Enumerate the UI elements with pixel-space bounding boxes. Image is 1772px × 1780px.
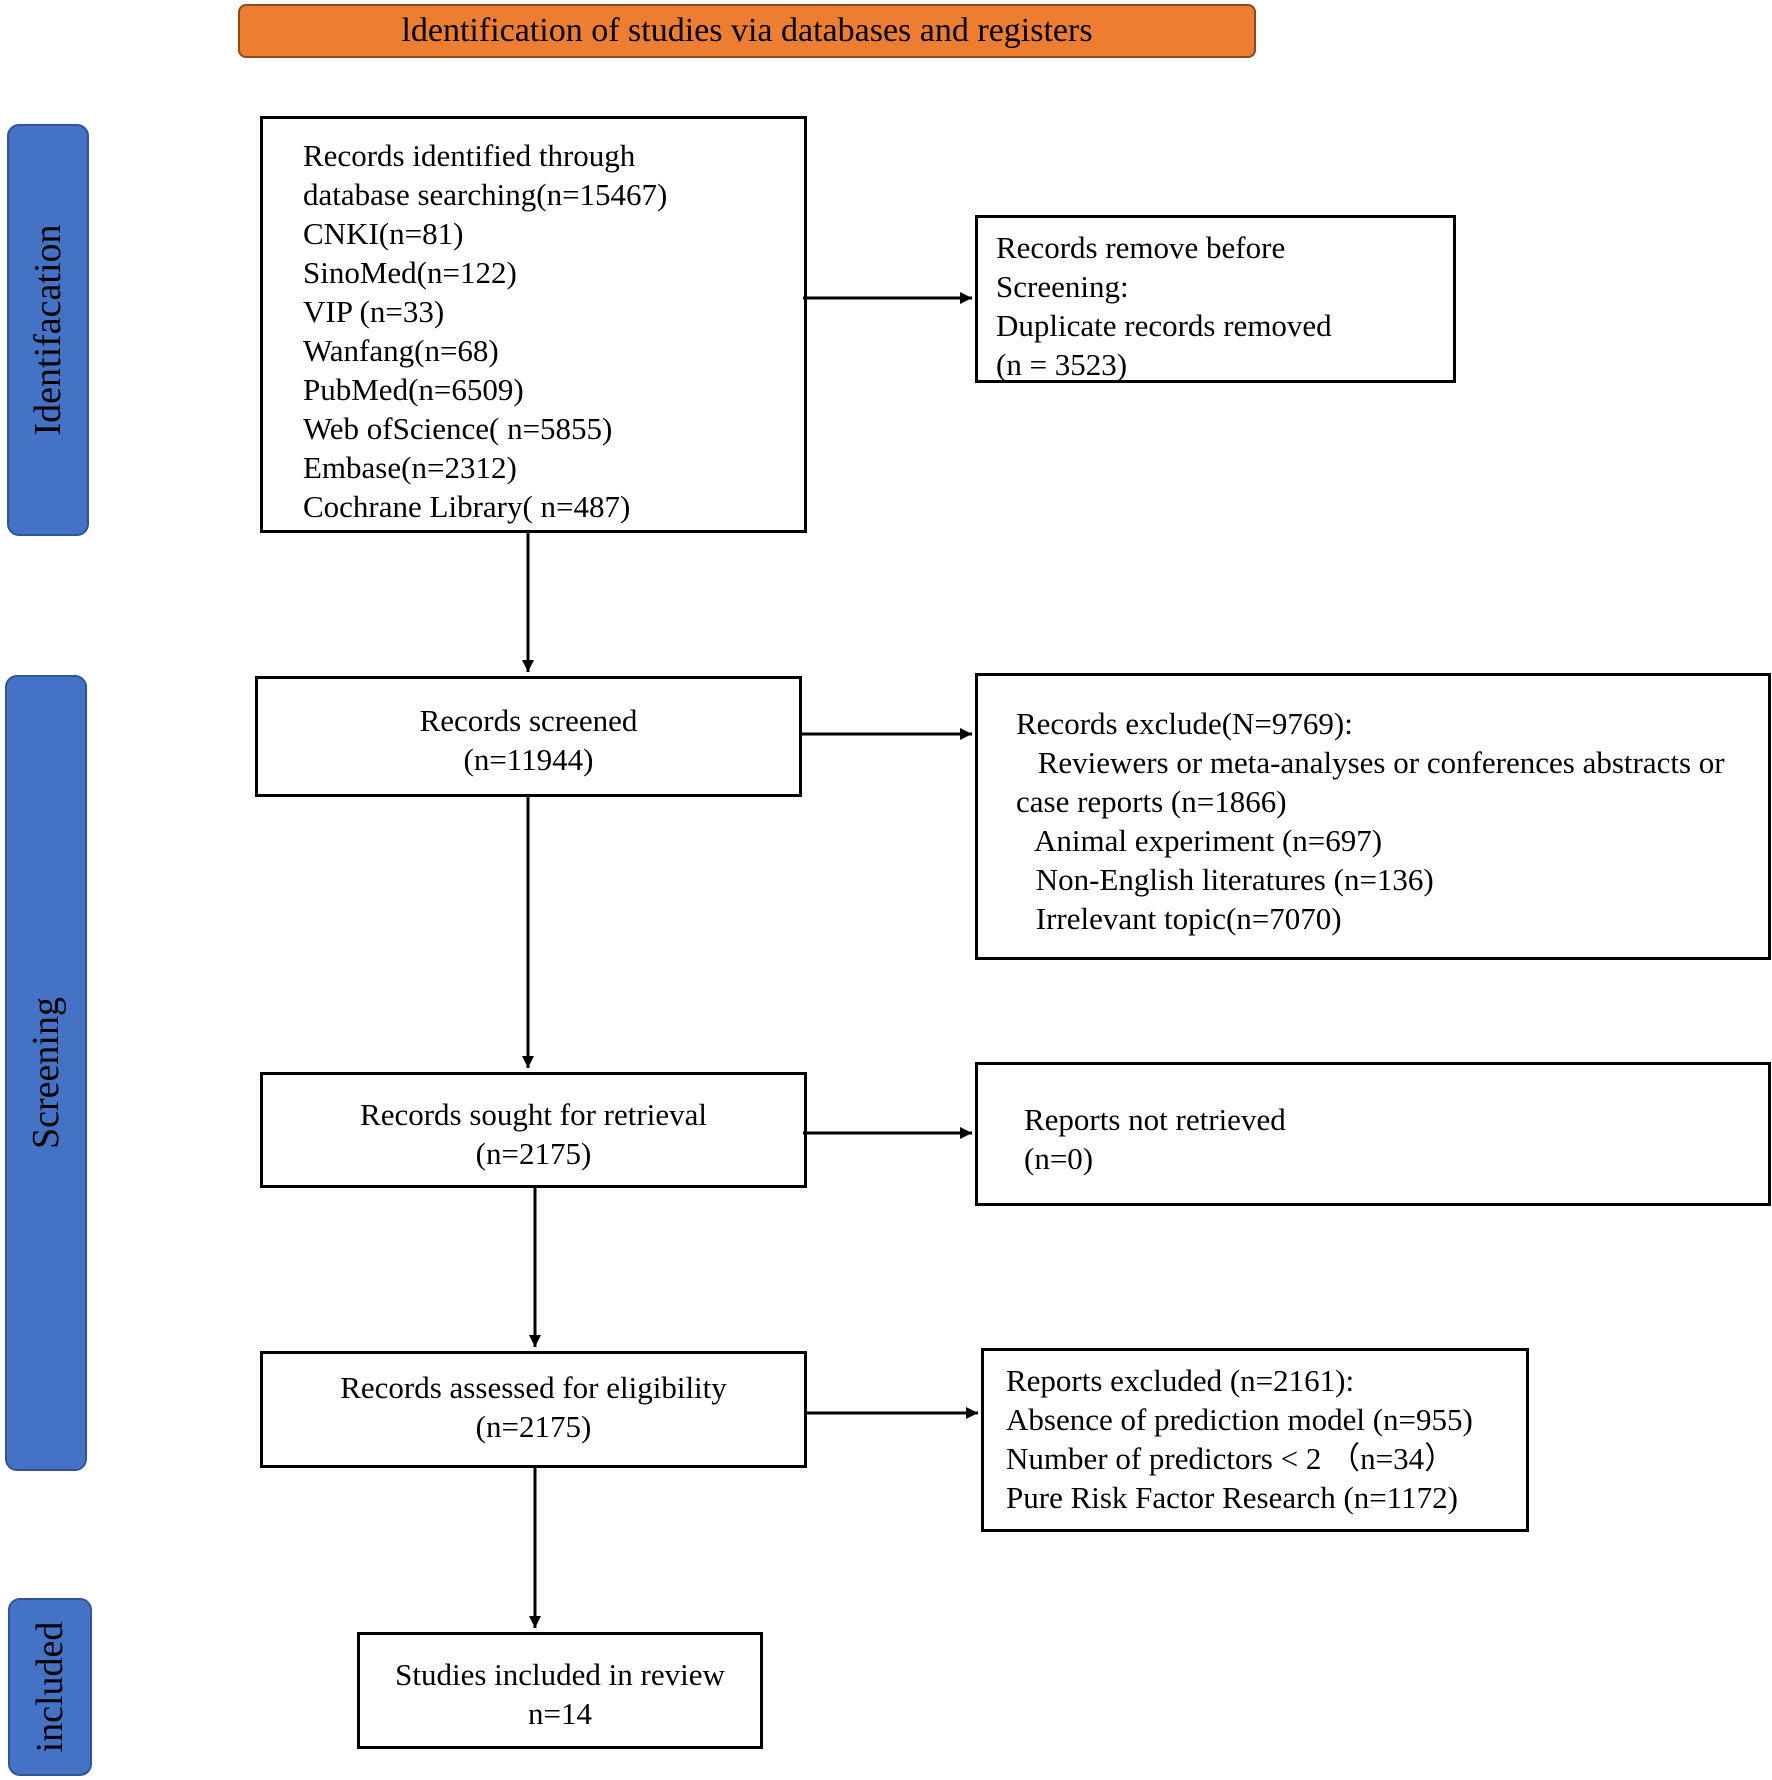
records-identified-box: Records identified through database sear… bbox=[260, 116, 807, 533]
box-line: Web ofScience( n=5855) bbox=[303, 411, 613, 446]
box-line: Duplicate records removed bbox=[996, 308, 1332, 343]
box-line: Wanfang(n=68) bbox=[303, 333, 499, 368]
box-line: Records exclude(N=9769): bbox=[1016, 706, 1353, 741]
phase-identification: Identifacation bbox=[7, 124, 89, 536]
records-excluded-box: Records exclude(N=9769): Reviewers or me… bbox=[975, 673, 1771, 960]
assessed-eligibility-box: Records assessed for eligibility (n=2175… bbox=[260, 1351, 807, 1468]
box-line: SinoMed(n=122) bbox=[303, 255, 517, 290]
included-review-box: Studies included in review n=14 bbox=[357, 1632, 763, 1749]
box-line: Reviewers or meta-analyses or conference… bbox=[1030, 745, 1725, 780]
box-line: Number of predictors < 2 （n=34） bbox=[1006, 1441, 1456, 1476]
box-line: Reports excluded (n=2161): bbox=[1006, 1363, 1355, 1398]
box-line: Records sought for retrieval bbox=[360, 1097, 707, 1132]
box-line: Animal experiment (n=697) bbox=[1028, 823, 1383, 858]
box-line: n=14 bbox=[528, 1696, 592, 1731]
sought-retrieval-box: Records sought for retrieval (n=2175) bbox=[260, 1072, 807, 1188]
box-line: Non-English literatures (n=136) bbox=[1028, 862, 1434, 897]
header-banner: ldentification of studies via databases … bbox=[238, 4, 1256, 58]
box-line: (n=2175) bbox=[475, 1409, 592, 1444]
box-line: Records screened bbox=[419, 703, 638, 738]
box-line: (n = 3523) bbox=[996, 347, 1128, 382]
box-line: case reports (n=1866) bbox=[1016, 784, 1287, 819]
box-line: Records assessed for eligibility bbox=[340, 1370, 727, 1405]
not-retrieved-box: Reports not retrieved (n=0) bbox=[975, 1062, 1771, 1206]
records-screened-box: Records screened (n=11944) bbox=[255, 676, 802, 797]
box-line: VIP (n=33) bbox=[303, 294, 445, 329]
phase-included: included bbox=[8, 1598, 92, 1776]
box-line: Cochrane Library( n=487) bbox=[303, 489, 631, 524]
reports-excluded-box: Reports excluded (n=2161): Absence of pr… bbox=[981, 1348, 1529, 1532]
box-line: (n=2175) bbox=[475, 1136, 592, 1171]
box-line: Irrelevant topic(n=7070) bbox=[1028, 901, 1342, 936]
phase-screening: Screening bbox=[5, 675, 87, 1471]
box-line: Embase(n=2312) bbox=[303, 450, 517, 485]
box-line: Reports not retrieved bbox=[1024, 1102, 1286, 1137]
box-line: Records remove before bbox=[996, 230, 1286, 265]
box-line: database searching(n=15467) bbox=[303, 177, 668, 212]
box-line: Records identified through bbox=[303, 138, 636, 173]
banner-title: ldentification of studies via databases … bbox=[401, 12, 1093, 49]
box-line: Studies included in review bbox=[395, 1657, 725, 1692]
box-line: (n=0) bbox=[1024, 1141, 1094, 1176]
box-line: Pure Risk Factor Research (n=1172) bbox=[1006, 1480, 1458, 1515]
records-removed-box: Records remove before Screening: Duplica… bbox=[975, 215, 1456, 383]
box-line: Screening: bbox=[996, 269, 1129, 304]
box-line: Absence of prediction model (n=955) bbox=[1006, 1402, 1473, 1437]
box-line: PubMed(n=6509) bbox=[303, 372, 524, 407]
box-line: CNKI(n=81) bbox=[303, 216, 464, 251]
box-line: (n=11944) bbox=[463, 742, 594, 777]
